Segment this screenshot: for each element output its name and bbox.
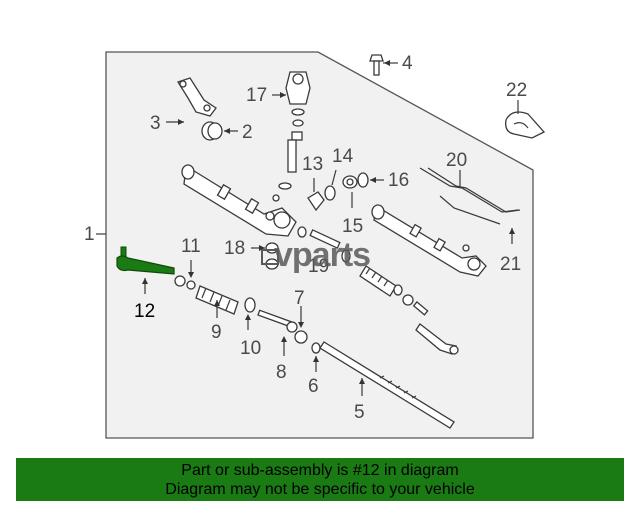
- part-5-rack: 5: [319, 341, 455, 429]
- callout-1: 1: [84, 224, 106, 245]
- svg-text:17: 17: [246, 85, 267, 106]
- banner-line-2: Diagram may not be specific to your vehi…: [165, 481, 475, 498]
- watermark-logo: vparts: [261, 236, 371, 274]
- svg-text:3: 3: [150, 113, 161, 134]
- svg-text:5: 5: [354, 402, 365, 423]
- svg-text:12: 12: [134, 301, 155, 322]
- part-20-pipe: 20: [419, 150, 521, 225]
- callout-21: 21: [500, 228, 521, 275]
- banner-line-1: Part or sub-assembly is #12 in diagram: [181, 462, 459, 479]
- part-4-bolt: 4: [369, 53, 413, 76]
- part-12-tie-rod-end: 12: [116, 246, 175, 322]
- part-15-bushing: 15: [342, 175, 363, 237]
- gear-housing-right: [371, 204, 487, 277]
- center-rack-parts: [297, 226, 351, 263]
- svg-text:6: 6: [308, 376, 319, 397]
- svg-text:4: 4: [402, 53, 413, 74]
- info-banner: Part or sub-assembly is #12 in diagram D…: [16, 458, 624, 501]
- part-14-ring: 14: [324, 146, 354, 201]
- svg-text:11: 11: [181, 236, 201, 257]
- svg-text:18: 18: [224, 238, 245, 259]
- part-11-nut: 11: [174, 236, 201, 290]
- svg-text:21: 21: [500, 254, 521, 275]
- part-13-seal: 13: [302, 154, 325, 212]
- svg-text:13: 13: [302, 154, 323, 175]
- svg-text:19: 19: [308, 256, 329, 277]
- svg-text:9: 9: [211, 322, 222, 343]
- part-18-nut: 18: [224, 238, 279, 270]
- part-3-bracket: 3: [150, 77, 217, 134]
- svg-text:10: 10: [240, 338, 261, 359]
- part-17-housing: 17: [246, 71, 311, 190]
- part-7-bushing: 7: [294, 288, 308, 344]
- part-2-bushing: 2: [201, 121, 253, 143]
- svg-text:7: 7: [294, 288, 305, 309]
- part-22-cover: 22: [505, 80, 546, 139]
- part-9-boot: 9: [195, 285, 239, 343]
- svg-text:1: 1: [84, 224, 95, 245]
- svg-text:15: 15: [342, 216, 363, 237]
- part-19-rack-end: 19: [308, 256, 329, 277]
- part-8-inner-rod: 8: [257, 309, 298, 383]
- part-16-oring: 16: [357, 170, 409, 191]
- part-10-clamp: 10: [240, 297, 261, 359]
- svg-text:14: 14: [332, 146, 354, 167]
- svg-text:20: 20: [446, 150, 467, 171]
- svg-text:16: 16: [388, 170, 409, 191]
- svg-text:8: 8: [276, 362, 287, 383]
- part-6-ring: 6: [308, 342, 321, 397]
- gear-housing-left: [181, 164, 297, 237]
- svg-text:2: 2: [242, 122, 253, 143]
- svg-text:22: 22: [506, 80, 527, 101]
- svg-text:vparts: vparts: [274, 236, 370, 274]
- parts-diagram: 1 4 22 17 3: [84, 51, 546, 439]
- right-boot-assembly: [359, 265, 459, 355]
- diagram-panel: [105, 51, 534, 439]
